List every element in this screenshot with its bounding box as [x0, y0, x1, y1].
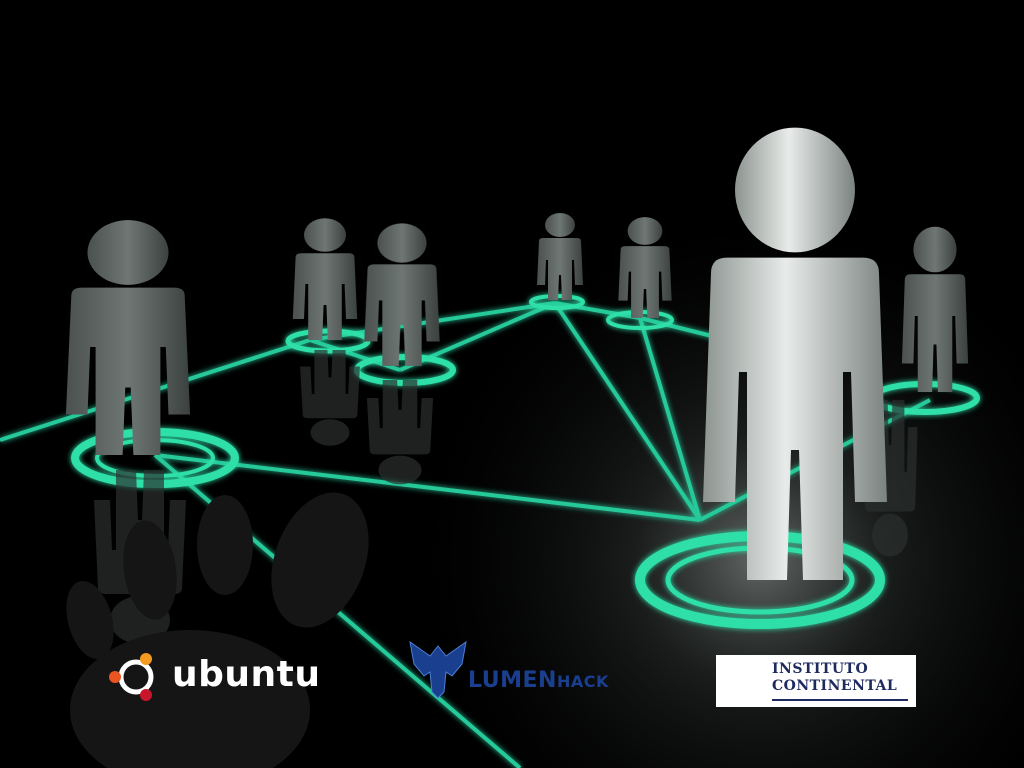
lumenhack-sub: HACK	[556, 672, 609, 691]
instituto-underline	[772, 699, 908, 701]
ubuntu-logo-text: ubuntu	[172, 654, 321, 695]
lumenhack-eagle-icon	[409, 640, 467, 699]
instituto-line-1: INSTITUTO	[772, 661, 869, 677]
instituto-continental-logo: INSTITUTO CONTINENTAL	[716, 655, 916, 707]
lumenhack-logo-text: LUMENHACK	[468, 668, 609, 693]
instituto-line-2: CONTINENTAL	[772, 678, 898, 694]
ubuntu-logo-icon	[109, 653, 154, 701]
lumenhack-main: LUMEN	[468, 668, 557, 693]
